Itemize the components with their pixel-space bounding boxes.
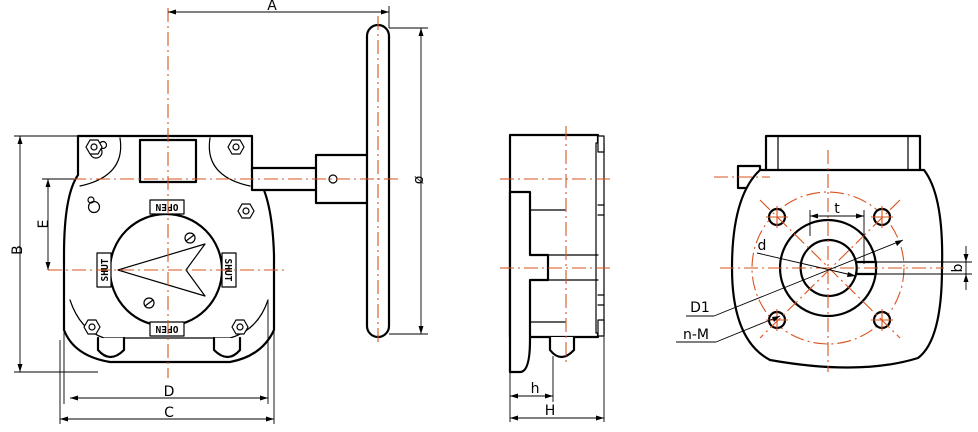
dim-t-arrow-right <box>856 213 864 219</box>
bolt-circle <box>751 191 905 345</box>
dim-e-arrow-bottom <box>45 262 51 270</box>
dim-a-arrow-left <box>168 9 176 15</box>
dim-H-label: H <box>545 403 556 419</box>
front-dimensions: A B E D C ø <box>10 0 428 424</box>
shaft-bore <box>799 238 878 298</box>
dim-d-small-label: d <box>758 238 767 254</box>
bolt-top-right-center <box>232 143 240 151</box>
dim-b-small-arrow-top <box>963 254 969 262</box>
dim-d-small-leader <box>756 252 857 277</box>
dim-t-label: t <box>834 201 840 217</box>
dim-d1-arrow <box>895 240 903 246</box>
dim-d1-label: D1 <box>690 300 710 316</box>
dim-d-small-arrow <box>847 272 856 277</box>
front-view: OPEN OPEN SHUT SHUT <box>48 8 398 378</box>
dial-screw-bottom <box>143 297 155 309</box>
plate-open-bottom-label: OPEN <box>155 323 178 334</box>
dim-nm-arrow <box>772 316 780 322</box>
side-view <box>500 126 612 374</box>
dial-screw-bottom-slot <box>144 299 154 307</box>
dim-b-small-label: b <box>950 263 966 272</box>
bolt-top-left-center <box>90 143 98 151</box>
side-cover-tab-bottom <box>597 319 605 337</box>
dim-diameter-arrow-bottom <box>418 326 424 334</box>
plate-open-top <box>149 199 185 215</box>
dim-d-arrow-right <box>260 395 268 401</box>
dim-nm-leader <box>715 315 781 343</box>
dim-t-arrow-left <box>810 213 818 219</box>
plate-open-bottom <box>149 321 185 337</box>
dim-diameter-label: ø <box>411 175 427 184</box>
dim-nm-label: n-M <box>683 327 709 343</box>
dim-c-arrow-left <box>60 416 68 422</box>
dim-h-small-label: h <box>531 381 540 397</box>
dim-d1-leader <box>713 239 904 317</box>
dim-d-label: D <box>164 384 175 400</box>
dim-c-arrow-right <box>266 416 274 422</box>
dim-e-arrow-top <box>45 179 51 187</box>
side-dimensions: h H <box>509 336 605 422</box>
bolt-mid-right <box>237 203 255 219</box>
dial-screw-top <box>184 232 196 244</box>
dim-a-label: A <box>267 0 277 14</box>
dim-H-arrow-right <box>596 415 604 421</box>
dim-d-arrow-left <box>70 395 78 401</box>
bottom-view <box>714 134 944 372</box>
side-cover-tab-top <box>597 135 605 153</box>
bolt-top-left <box>85 139 103 155</box>
side-foot <box>548 335 576 359</box>
bolt-bottom-left <box>83 319 101 335</box>
bolt-bottom-left-center <box>88 323 96 331</box>
bottom-dimensions: t d b D1 n-M <box>676 201 972 343</box>
bolt-mid-right-center <box>242 207 250 215</box>
front-housing-outline <box>62 134 276 364</box>
input-shaft <box>250 166 320 192</box>
front-housing-inner <box>69 137 269 339</box>
dial-screw-top-slot <box>185 234 195 242</box>
bolt-bottom-right-center <box>236 323 244 331</box>
dim-e-label: E <box>36 220 52 229</box>
plug-hole-small <box>87 196 95 204</box>
bolt-top-right <box>227 139 245 155</box>
bolt-bottom-right <box>231 319 249 335</box>
dim-h-small-arrow-left <box>510 393 518 399</box>
dim-diameter-arrow-top <box>418 28 424 36</box>
dim-b-arrow-top <box>17 136 23 144</box>
dim-h-small-arrow-right <box>545 393 553 399</box>
dim-b-label: B <box>10 245 26 255</box>
plate-open-top-label: OPEN <box>155 201 178 212</box>
dim-H-arrow-left <box>510 415 518 421</box>
bottom-top-protrusion <box>764 134 922 174</box>
dim-a-arrow-right <box>381 9 389 15</box>
dim-c-label: C <box>164 405 174 421</box>
dim-b-small-arrow-bottom <box>963 274 969 282</box>
front-foot-left <box>96 336 126 359</box>
dim-b-arrow-bottom <box>17 364 23 372</box>
front-foot-right <box>212 336 242 359</box>
